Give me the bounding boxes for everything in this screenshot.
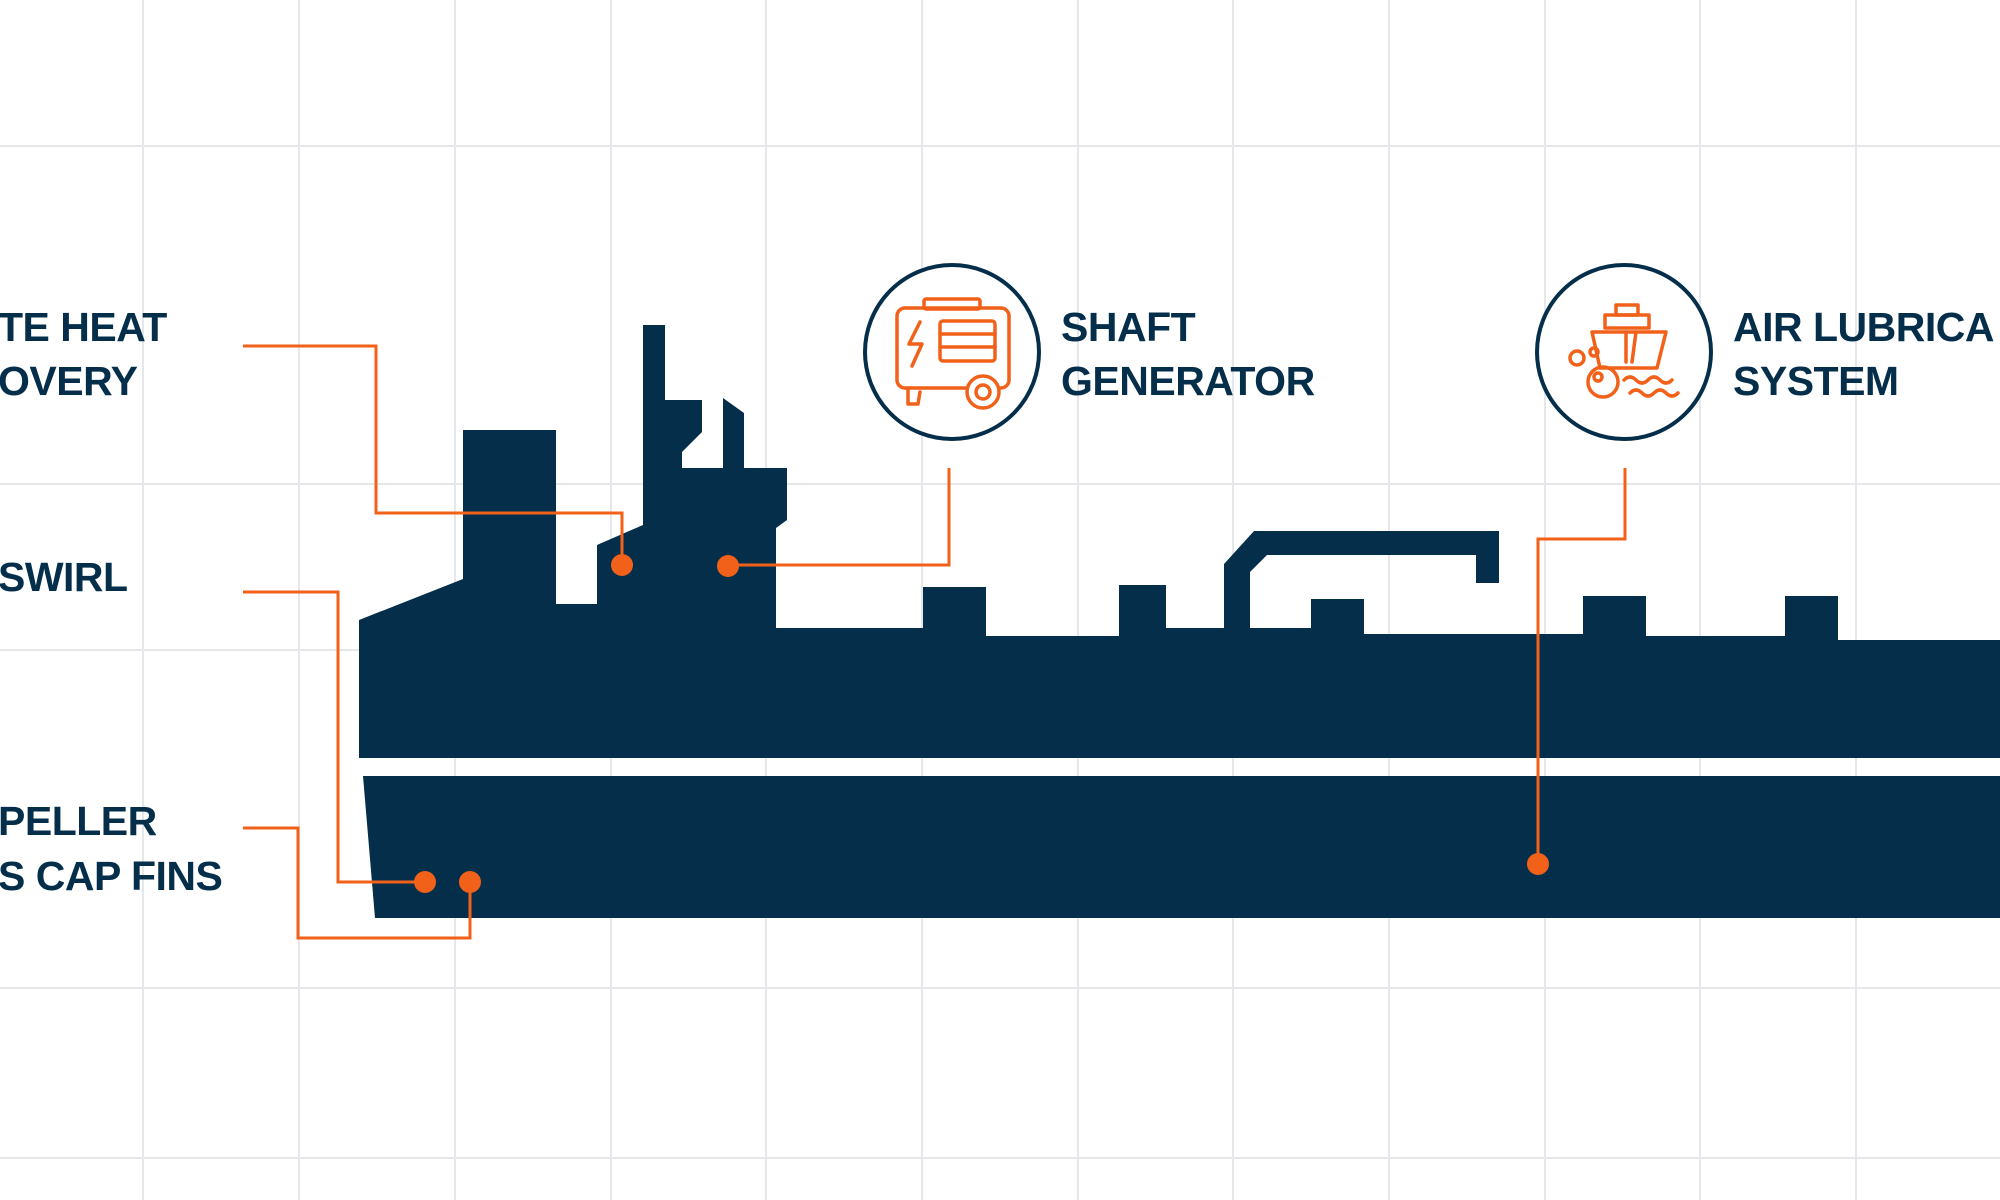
ship-lower-hull [363,776,2000,918]
label-shaft-generator-line1: SHAFT [1061,304,1196,350]
label-propeller-line1: PELLER [0,798,157,844]
ship-silhouette [359,325,2000,918]
leader-line-swirl [243,590,425,884]
marker-propeller [459,871,481,893]
label-waste-heat-line1: TE HEAT [0,304,167,350]
ship-upper-hull [359,325,2000,758]
leader-line-shaft-generator [728,468,951,567]
marker-swirl [414,871,436,893]
label-propeller-line2: S CAP FINS [0,853,222,899]
generator-icon [863,263,1041,441]
label-air-lubrication-line1: AIR LUBRICA [1733,304,1994,350]
leader-line-air-lubrication [1536,468,1627,864]
ship-bubbles-icon [1535,263,1713,441]
label-air-lubrication-line2: SYSTEM [1733,358,1899,404]
marker-waste-heat [611,554,633,576]
leader-line-waste-heat [243,344,624,565]
leader-line-propeller [243,826,472,940]
marker-shaft-generator [717,555,739,577]
label-shaft-generator-line2: GENERATOR [1061,358,1315,404]
labels: TE HEAT OVERY SWIRL PELLER S CAP FINS SH… [0,304,1994,899]
label-waste-heat-line2: OVERY [0,358,138,404]
callout-markers [414,554,1549,893]
label-swirl: SWIRL [0,554,128,600]
callout-lines [243,344,1627,940]
marker-air-lubrication [1527,853,1549,875]
